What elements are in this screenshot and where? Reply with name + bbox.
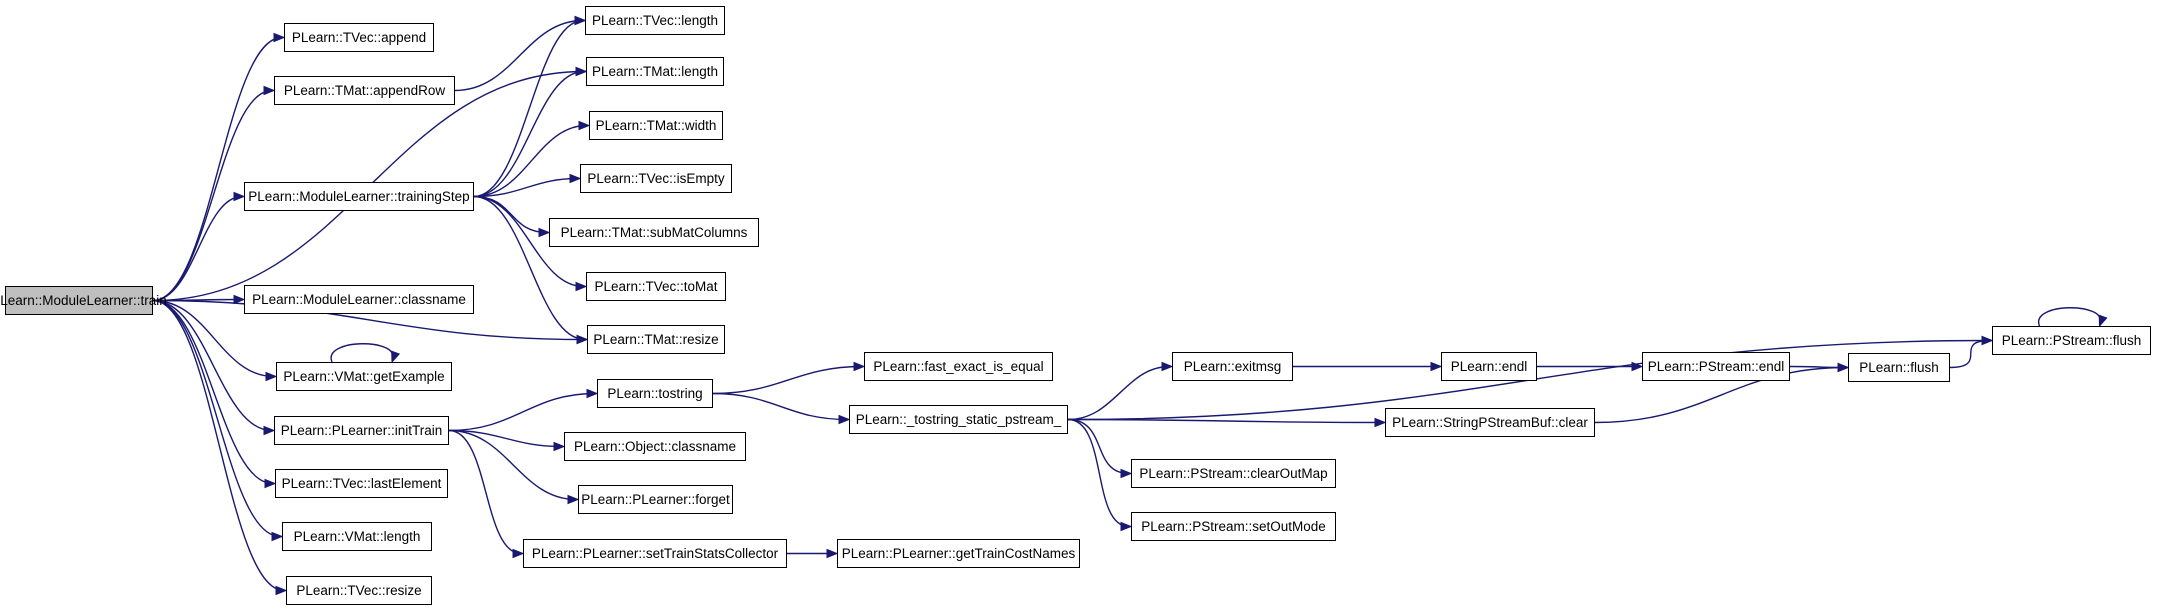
node-tmat-submatcolumns[interactable]: PLearn::TMat::subMatColumns xyxy=(549,218,759,247)
node-getexample[interactable]: PLearn::VMat::getExample xyxy=(276,362,452,391)
edge-initTrain-to-tostring-arrowhead xyxy=(586,388,599,399)
node-pstream-setoutmode[interactable]: PLearn::PStream::setOutMode xyxy=(1131,512,1336,541)
edge-getExample-to-getExample-arrowhead xyxy=(391,350,401,364)
edge-tostring_static-to-setOutMode-arrowhead xyxy=(1120,521,1133,532)
node-gettraincostnames[interactable]: PLearn::PLearner::getTrainCostNames xyxy=(837,539,1080,568)
edge-tostring_static-to-clearOutMap-arrowhead xyxy=(1120,468,1133,479)
edge-trainingStep-to-tmat_length-arrowhead xyxy=(575,66,588,77)
node-tmat-appendrow[interactable]: PLearn::TMat::appendRow xyxy=(274,76,455,105)
edge-train-to-vmat_length-arrowhead xyxy=(271,531,284,542)
node-tvec-tomat[interactable]: PLearn::TVec::toMat xyxy=(586,272,726,301)
edge-train-to-tmat_appendRow-arrowhead xyxy=(263,85,276,96)
node-tvec-resize[interactable]: PLearn::TVec::resize xyxy=(286,576,432,605)
edge-trainingStep-to-tmat_width xyxy=(473,124,588,198)
edge-trainingStep-to-toMat-arrowhead xyxy=(575,281,588,292)
node-settrainstatscollector[interactable]: PLearn::PLearner::setTrainStatsCollector xyxy=(523,539,787,568)
edge-train-to-tvec_append xyxy=(152,36,283,302)
edge-tostring_static-to-exitmsg-arrowhead xyxy=(1161,361,1174,372)
node-tmat-width[interactable]: PLearn::TMat::width xyxy=(589,111,723,140)
edge-train-to-tmat_appendRow xyxy=(152,89,273,302)
edge-train-to-ml_classname-arrowhead xyxy=(233,294,246,305)
node-flush[interactable]: PLearn::flush xyxy=(1848,353,1950,382)
edge-train-to-tmat_resize xyxy=(152,299,586,341)
node-trainingstep[interactable]: PLearn::ModuleLearner::trainingStep xyxy=(244,182,474,211)
node-pstream-flush[interactable]: PLearn::PStream::flush xyxy=(1992,326,2151,355)
edge-trainingStep-to-tvec_isEmpty xyxy=(473,177,579,198)
edge-train-to-ml_classname xyxy=(152,298,243,302)
edge-flush-to-pstream_flush-arrowhead xyxy=(1981,335,1994,346)
node-object-classname[interactable]: PLearn::Object::classname xyxy=(564,432,746,461)
edge-tostring_static-to-spb_clear-arrowhead xyxy=(1374,417,1387,428)
edge-train-to-trainingStep xyxy=(152,195,243,302)
edge-trainingStep-to-tmat_resize-arrowhead xyxy=(576,334,589,345)
node-tvec-length[interactable]: PLearn::TVec::length xyxy=(585,6,725,35)
edge-train-to-lastElement-arrowhead xyxy=(264,478,277,489)
node-inittrain[interactable]: PLearn::PLearner::initTrain xyxy=(274,416,449,445)
edge-trainingStep-to-tmat_resize xyxy=(473,195,586,341)
edge-train-to-tvec_resize-arrowhead xyxy=(275,585,288,596)
edge-tostring_static-to-clearOutMap xyxy=(1067,418,1130,475)
edge-spb_clear-to-flush xyxy=(1594,366,1847,424)
node-stringpstreambuf-clear[interactable]: PLearn::StringPStreamBuf::clear xyxy=(1385,408,1595,437)
edge-train-to-getExample xyxy=(152,299,275,378)
edge-tostring_static-to-exitmsg xyxy=(1067,365,1171,421)
node-endl[interactable]: PLearn::endl xyxy=(1441,352,1537,381)
edge-trainingStep-to-tvec_isEmpty-arrowhead xyxy=(569,173,582,184)
edge-getExample-to-getExample xyxy=(330,343,394,363)
edge-pstream_flush-to-pstream_flush xyxy=(2038,307,2101,327)
edge-spb_clear-to-flush-arrowhead xyxy=(1837,362,1850,373)
node-tmat-resize[interactable]: PLearn::TMat::resize xyxy=(587,325,725,354)
node-modulelearner-classname[interactable]: PLearn::ModuleLearner::classname xyxy=(244,285,474,314)
edge-flush-to-pstream_flush xyxy=(1949,339,1991,369)
edge-train-to-lastElement xyxy=(152,299,274,485)
edge-initTrain-to-obj_classname xyxy=(448,429,563,448)
edge-initTrain-to-forget xyxy=(448,429,577,501)
edge-trainingStep-to-toMat xyxy=(473,195,585,288)
edge-initTrain-to-tostring xyxy=(448,392,596,432)
edge-initTrain-to-setTrainStatsCollector xyxy=(448,429,522,555)
node-tvec-append[interactable]: PLearn::TVec::append xyxy=(284,23,434,52)
edge-tostring_static-to-spb_clear xyxy=(1067,418,1384,424)
edge-pstream_flush-to-pstream_flush-arrowhead xyxy=(2098,314,2108,328)
edge-trainingStep-to-subMatColumns-arrowhead xyxy=(538,227,551,238)
edge-trainingStep-to-tvec_length xyxy=(473,19,584,198)
node-tostring-static-pstream[interactable]: PLearn::_tostring_static_pstream_ xyxy=(849,405,1068,434)
edge-initTrain-to-setTrainStatsCollector-arrowhead xyxy=(512,548,525,559)
node-fast-exact-is-equal[interactable]: PLearn::fast_exact_is_equal xyxy=(864,352,1053,381)
edge-endl-to-pstream_endl-arrowhead xyxy=(1631,361,1644,372)
edge-tostring-to-tostring_static-arrowhead xyxy=(838,414,851,425)
node-train[interactable]: PLearn::ModuleLearner::train xyxy=(0,286,167,315)
node-vmat-length[interactable]: PLearn::VMat::length xyxy=(282,522,432,551)
node-pstream-clearoutmap[interactable]: PLearn::PStream::clearOutMap xyxy=(1131,459,1336,488)
node-tostring[interactable]: PLearn::tostring xyxy=(597,379,713,408)
node-lastelement[interactable]: PLearn::TVec::lastElement xyxy=(275,469,448,498)
edge-trainingStep-to-tmat_length xyxy=(473,70,585,198)
edge-initTrain-to-obj_classname-arrowhead xyxy=(553,441,566,452)
edge-train-to-vmat_length xyxy=(152,299,281,538)
edge-tmat_appendRow-to-tvec_length xyxy=(454,19,584,92)
edge-train-to-trainingStep-arrowhead xyxy=(233,191,246,202)
edge-exitmsg-to-endl-arrowhead xyxy=(1430,361,1443,372)
edge-trainingStep-to-tvec_length-arrowhead xyxy=(574,15,587,26)
node-tmat-length[interactable]: PLearn::TMat::length xyxy=(586,57,724,86)
edge-tostring-to-tostring_static xyxy=(712,392,848,421)
edge-train-to-tvec_append-arrowhead xyxy=(273,32,286,43)
edge-initTrain-to-forget-arrowhead xyxy=(567,494,580,505)
edge-train-to-initTrain xyxy=(152,299,273,432)
edge-trainingStep-to-tmat_width-arrowhead xyxy=(578,120,591,131)
node-exitmsg[interactable]: PLearn::exitmsg xyxy=(1172,352,1293,381)
node-plearner-forget[interactable]: PLearn::PLearner::forget xyxy=(578,485,733,514)
edge-tostring-to-fast_exact-arrowhead xyxy=(853,361,866,372)
edge-train-to-tvec_resize xyxy=(152,299,285,592)
edge-train-to-getExample-arrowhead xyxy=(265,371,278,382)
edge-setTrainStatsCollector-to-getTrainCostNames-arrowhead xyxy=(826,548,839,559)
edge-train-to-initTrain-arrowhead xyxy=(263,425,276,436)
edge-tostring-to-fast_exact xyxy=(712,365,863,395)
edge-tostring_static-to-setOutMode xyxy=(1067,418,1130,528)
node-pstream-endl[interactable]: PLearn::PStream::endl xyxy=(1642,352,1790,381)
node-tvec-isempty[interactable]: PLearn::TVec::isEmpty xyxy=(580,164,732,193)
